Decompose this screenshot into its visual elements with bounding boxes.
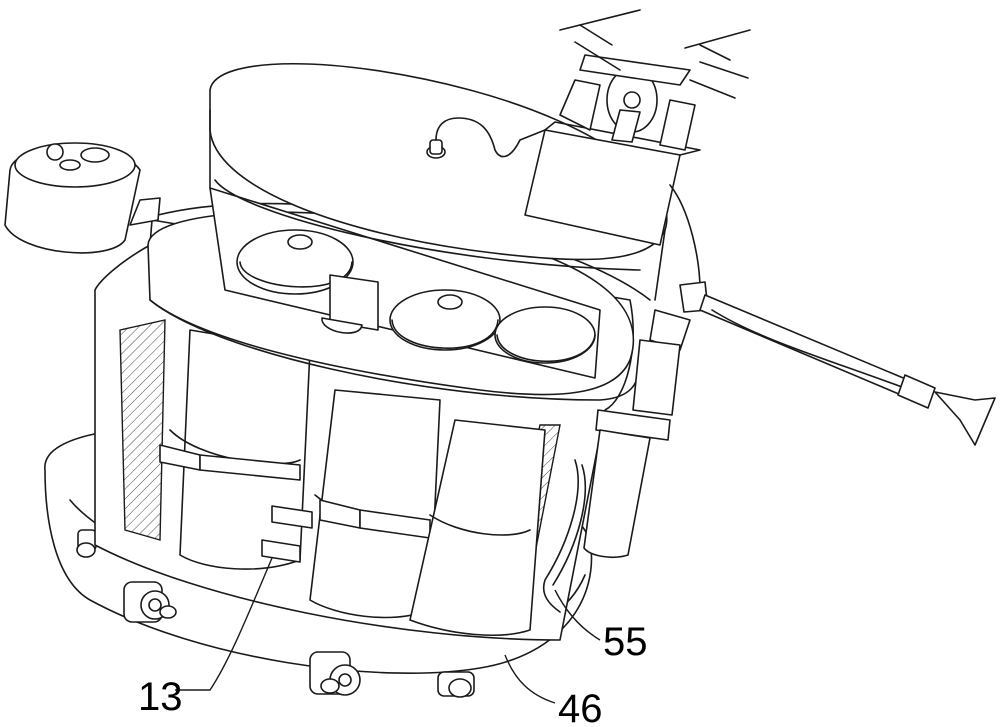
- spray-lance: [650, 185, 995, 445]
- callout-46: 46: [558, 687, 603, 727]
- caster-front-right: [438, 672, 474, 697]
- caster-left: [77, 530, 96, 557]
- leader-46: [505, 655, 555, 703]
- side-indicator-unit: [5, 143, 160, 253]
- pump-center: [390, 290, 500, 350]
- callout-13: 13: [138, 675, 183, 719]
- pump-right: [495, 307, 595, 363]
- callout-55: 55: [603, 620, 648, 664]
- bracket-block: [322, 275, 378, 333]
